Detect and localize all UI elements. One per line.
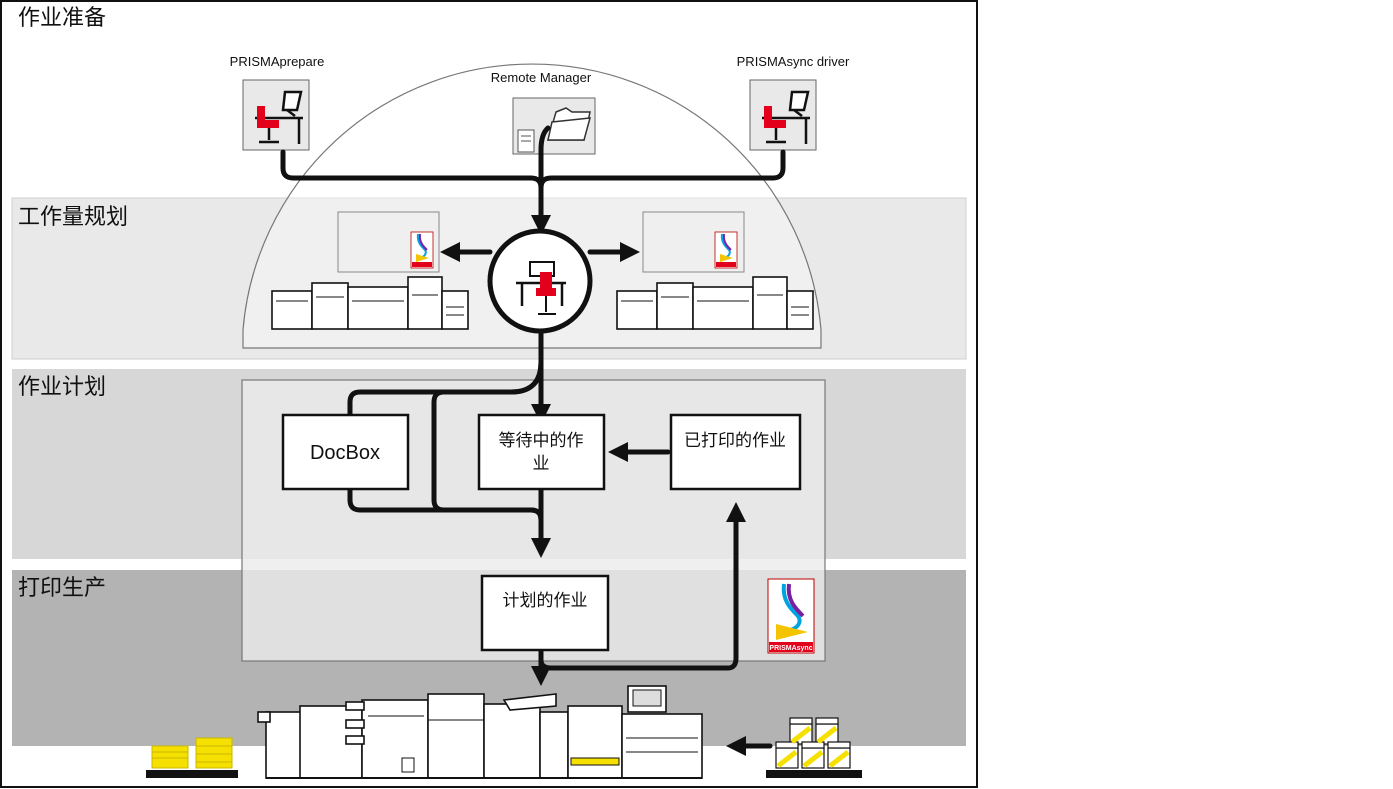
prisma-prepare-workstation-icon — [242, 79, 310, 151]
remote-manager-dome — [242, 63, 822, 349]
band-label-workload-planning: 工作量规划 — [18, 205, 128, 230]
flow-press-to-printed — [538, 502, 746, 671]
band-label-job-planning: 作业计划 — [18, 375, 106, 400]
prisma-sync-driver-workstation-icon — [749, 79, 817, 151]
printed-jobs-box: 已打印的作业 — [669, 413, 802, 491]
docbox-label: DocBox — [310, 442, 380, 464]
band-label-print-production: 打印生产 — [18, 576, 106, 601]
printer-screen-left-icon — [337, 211, 440, 273]
remote-manager-folder-icon — [512, 97, 596, 155]
flow-sync-driver-to-planner — [538, 149, 786, 191]
scheduled-jobs-label: 计划的作业 — [503, 591, 588, 611]
printed-jobs-label: 已打印的作业 — [684, 431, 786, 451]
production-printer-icon — [257, 685, 703, 779]
band-label-job-preparation: 作业准备 — [18, 6, 106, 31]
waiting-jobs-label-line2: 业 — [533, 454, 550, 474]
tool-label-prisma-sync-driver: PRISMAsync driver — [737, 54, 850, 69]
output-paper-stacks-icon — [146, 737, 238, 778]
flow-remote-manager-to-planner — [538, 125, 551, 181]
printer-screen-right-icon — [642, 211, 745, 273]
waiting-jobs-label-line1: 等待中的作 — [499, 431, 584, 451]
input-paper-pallet-icon — [766, 717, 862, 778]
prismasync-logo: PRISMAsync — [767, 578, 815, 654]
tool-label-remote-manager: Remote Manager — [491, 70, 592, 85]
waiting-jobs-box: 等待中的作 业 — [477, 413, 606, 491]
docbox-box: DocBox — [281, 413, 410, 491]
tool-label-prisma-prepare: PRISMAprepare — [230, 54, 325, 69]
prismasync-logo-text: PRISMAsync — [769, 645, 812, 652]
workload-planner-icon — [487, 228, 593, 334]
scheduled-jobs-box: 计划的作业 — [480, 574, 610, 652]
